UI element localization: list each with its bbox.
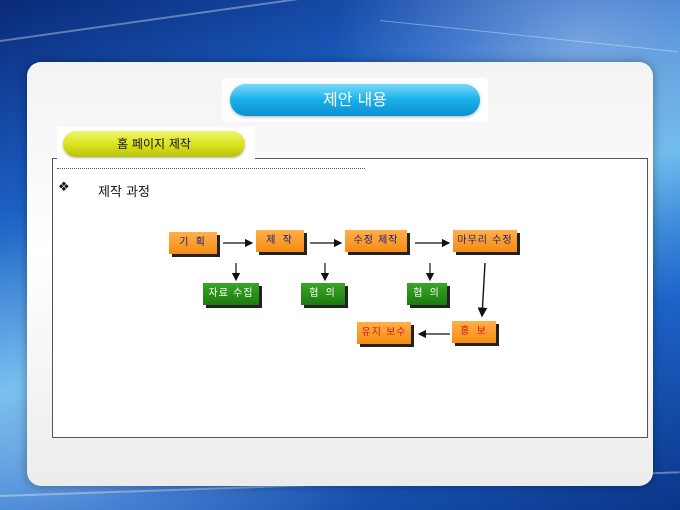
step-collect: 자료 수집 xyxy=(203,283,259,305)
step-plan: 기 획 xyxy=(169,232,217,254)
step-maintain: 유지 보수 xyxy=(357,322,411,344)
step-promote: 홍 보 xyxy=(452,321,496,343)
step-finish: 마무리 수정 xyxy=(453,230,517,252)
arrow-finish-promote xyxy=(477,262,488,318)
content-box xyxy=(52,158,648,438)
bullet-icon: ❖ xyxy=(58,180,70,195)
step-produce: 제 작 xyxy=(256,230,304,252)
dotted-divider xyxy=(57,168,365,169)
step-discuss-2: 협 의 xyxy=(407,283,447,305)
step-revise: 수정 제작 xyxy=(345,230,407,252)
section-title: 홈 페이지 제작 xyxy=(63,131,245,157)
process-title: 제작 과정 xyxy=(98,185,150,200)
page-title: 제안 내용 xyxy=(230,84,480,116)
step-discuss-1: 협 의 xyxy=(301,283,345,305)
